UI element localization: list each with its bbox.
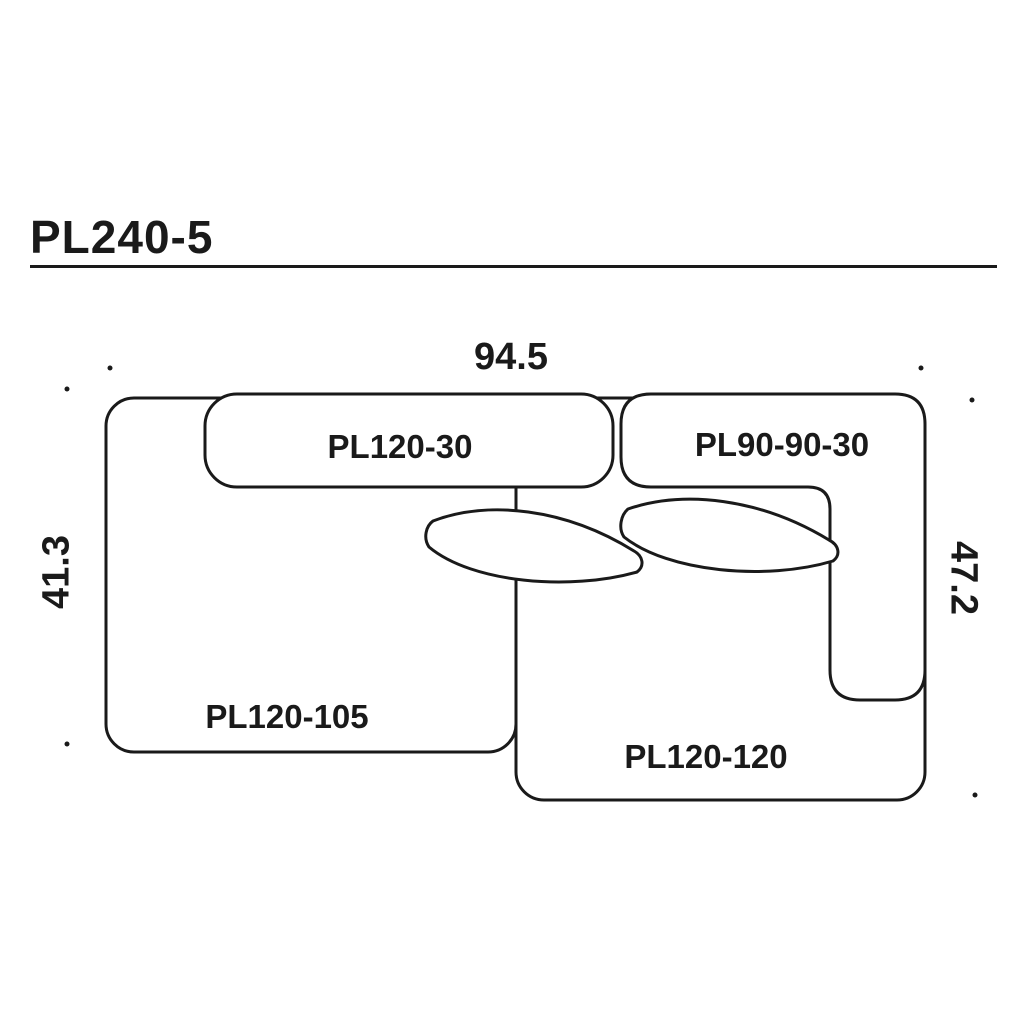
- title-underline: [30, 265, 997, 268]
- tick-dot: [918, 365, 924, 371]
- page-title: PL240-5: [30, 211, 214, 263]
- module-backrest-left-outline: [203, 392, 615, 489]
- tick-dot: [64, 386, 70, 392]
- label-backrest-left: PL120-30: [328, 428, 473, 465]
- tick-dot: [972, 792, 978, 798]
- tick-dot: [64, 741, 70, 747]
- module-backrest-corner-outline: [619, 392, 927, 702]
- label-backrest-corner: PL90-90-30: [695, 426, 869, 463]
- tick-dot: [107, 365, 113, 371]
- cushion-left-outline: [424, 508, 644, 584]
- cushion-right-outline: [619, 497, 840, 573]
- tick-dot: [969, 397, 975, 403]
- label-seat-left: PL120-105: [205, 698, 368, 735]
- dimension-tick-dots: [64, 365, 978, 798]
- label-seat-right: PL120-120: [624, 738, 787, 775]
- dimension-width-label: 94.5: [474, 336, 548, 378]
